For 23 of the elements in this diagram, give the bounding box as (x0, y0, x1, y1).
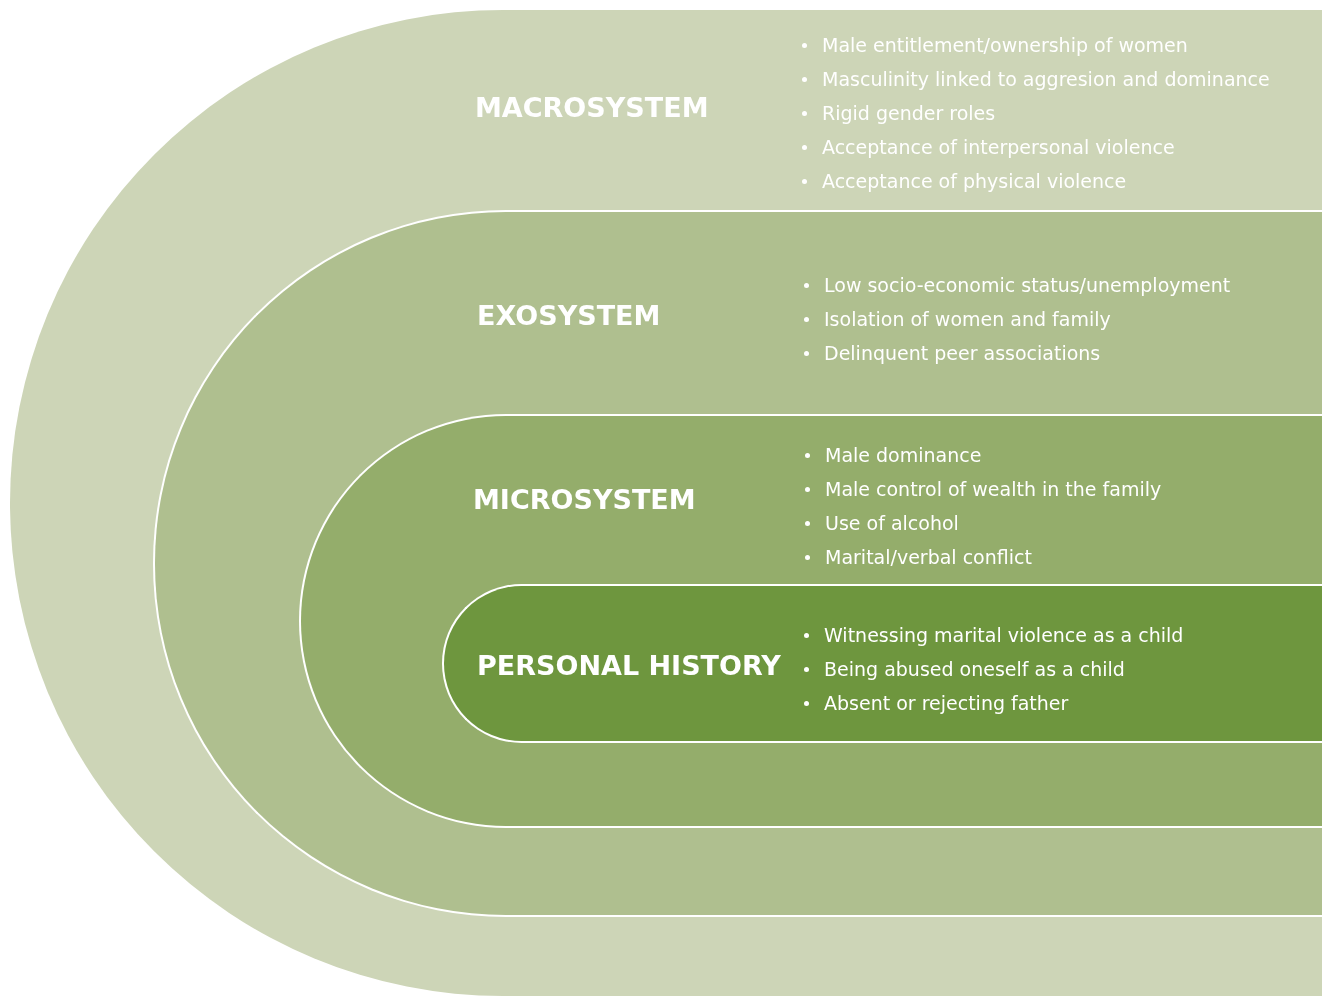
risk-factor-text: Male control of wealth in the family (825, 478, 1162, 500)
risk-factor-text: Male entitlement/ownership of women (822, 34, 1188, 56)
risk-factor-text: Use of alcohol (825, 512, 959, 534)
risk-factor-text: Absent or rejecting father (824, 692, 1069, 714)
band-heading: EXOSYSTEM (477, 300, 661, 331)
band-heading: MICROSYSTEM (473, 484, 696, 515)
risk-factor-text: Low socio-economic status/unemployment (824, 274, 1231, 296)
system-band (299, 414, 1322, 828)
system-band (10, 10, 1322, 996)
risk-factor-text: Rigid gender roles (822, 102, 996, 124)
risk-factor-text: Witnessing marital violence as a child (824, 624, 1184, 646)
risk-factor-text: Delinquent peer associations (824, 342, 1101, 364)
system-band (153, 210, 1322, 917)
risk-factor-text: Masculinity linked to aggresion and dominance (822, 68, 1270, 90)
band-heading: PERSONAL HISTORY (477, 650, 781, 681)
system-band (442, 584, 1322, 743)
risk-factor-text: Isolation of women and family (824, 308, 1111, 330)
risk-factor-text: Male dominance (825, 444, 982, 466)
risk-factor-text: Acceptance of interpersonal violence (822, 136, 1175, 158)
risk-factor-text: Being abused oneself as a child (824, 658, 1125, 680)
risk-factor-text: Acceptance of physical violence (822, 170, 1127, 192)
risk-factor-text: Marital/verbal conflict (825, 546, 1032, 568)
band-heading: MACROSYSTEM (475, 92, 709, 123)
